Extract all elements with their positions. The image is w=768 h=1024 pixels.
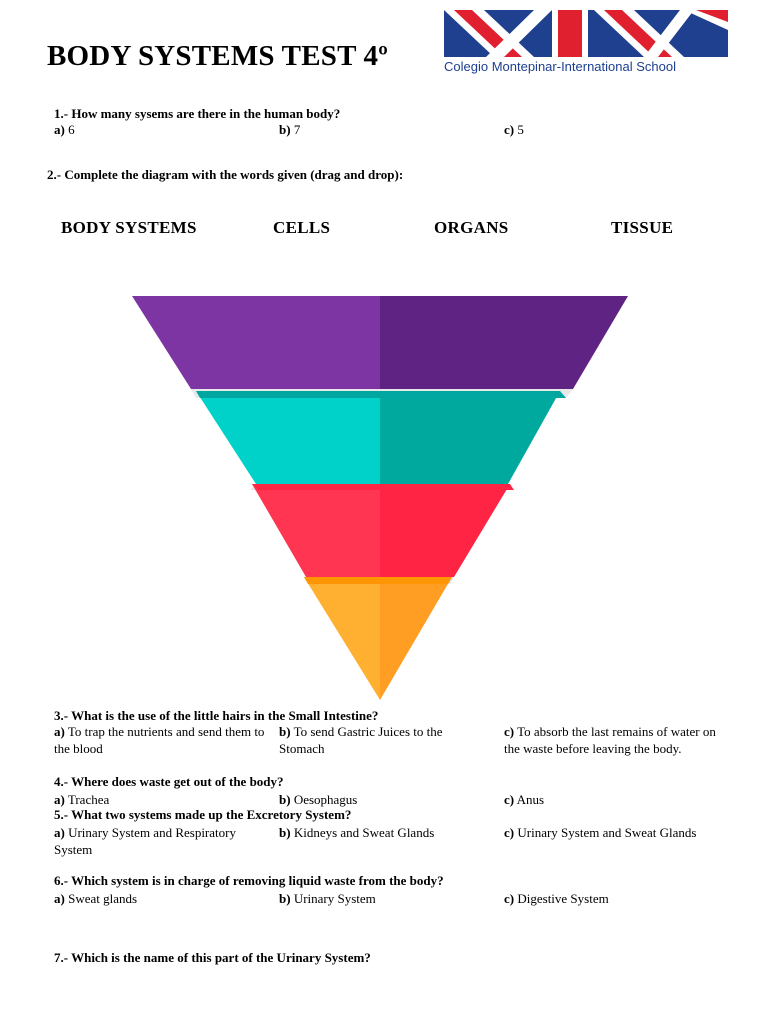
q4-option-b[interactable]: b) Oesophagus xyxy=(279,791,357,808)
option-text: Sweat glands xyxy=(68,891,138,906)
question-2: 2.- Complete the diagram with the words … xyxy=(47,167,404,182)
option-letter: b) xyxy=(279,891,291,906)
q6-option-a[interactable]: a) Sweat glands xyxy=(54,890,137,907)
option-letter: c) xyxy=(504,122,515,137)
question-1: 1.- How many sysems are there in the hum… xyxy=(54,106,341,121)
option-letter: b) xyxy=(279,825,291,840)
option-text: To absorb the last remains of water on t… xyxy=(504,724,716,756)
q5-option-c[interactable]: c) Urinary System and Sweat Glands xyxy=(504,824,719,841)
page-title: BODY SYSTEMS TEST 4º xyxy=(47,40,389,72)
pyramid-level-4[interactable] xyxy=(304,577,452,700)
option-letter: b) xyxy=(279,792,291,807)
school-logo: Colegio Montepinar-International School xyxy=(444,10,728,74)
drag-word-tissue[interactable]: TISSUE xyxy=(611,218,674,237)
option-letter: c) xyxy=(504,724,515,739)
option-text: To send Gastric Juices to the Stomach xyxy=(279,724,443,756)
inverted-pyramid-diagram xyxy=(132,296,628,700)
union-jack-flag-icon xyxy=(444,10,728,57)
question-7: 7.- Which is the name of this part of th… xyxy=(54,950,371,965)
q1-option-c[interactable]: c) 5 xyxy=(504,121,524,138)
q5-option-b[interactable]: b) Kidneys and Sweat Glands xyxy=(279,824,489,841)
school-name: Colegio Montepinar-International School xyxy=(444,59,676,74)
q3-option-b[interactable]: b) To send Gastric Juices to the Stomach xyxy=(279,723,489,757)
question-4: 4.- Where does waste get out of the body… xyxy=(54,774,284,789)
drag-word-cells[interactable]: CELLS xyxy=(273,218,331,237)
option-letter: c) xyxy=(504,792,515,807)
option-letter: b) xyxy=(279,122,291,137)
option-text: 6 xyxy=(68,122,75,137)
option-letter: a) xyxy=(54,891,65,906)
option-letter: a) xyxy=(54,825,65,840)
option-letter: c) xyxy=(504,891,515,906)
q4-option-c[interactable]: c) Anus xyxy=(504,791,544,808)
option-text: Kidneys and Sweat Glands xyxy=(293,825,435,840)
q4-option-a[interactable]: a) Trachea xyxy=(54,791,109,808)
option-text: Anus xyxy=(516,792,545,807)
option-letter: a) xyxy=(54,724,65,739)
option-text: 7 xyxy=(293,122,301,137)
option-text: Urinary System and Sweat Glands xyxy=(517,825,697,840)
question-6: 6.- Which system is in charge of removin… xyxy=(54,873,444,888)
option-letter: b) xyxy=(279,724,291,739)
option-letter: c) xyxy=(504,825,515,840)
drag-word-body-systems[interactable]: BODY SYSTEMS xyxy=(61,218,197,237)
q3-option-a[interactable]: a) To trap the nutrients and send them t… xyxy=(54,723,269,757)
q1-option-a[interactable]: a) 6 xyxy=(54,121,75,138)
option-text: To trap the nutrients and send them to t… xyxy=(54,724,265,756)
option-text: Trachea xyxy=(67,792,110,807)
option-text: Urinary System and Respiratory System xyxy=(54,825,236,857)
q1-option-b[interactable]: b) 7 xyxy=(279,121,300,138)
drag-word-organs[interactable]: ORGANS xyxy=(434,218,509,237)
pyramid-level-1[interactable] xyxy=(132,296,628,389)
question-3: 3.- What is the use of the little hairs … xyxy=(54,708,379,723)
pyramid-level-3[interactable] xyxy=(252,484,514,577)
option-text: 5 xyxy=(517,122,524,137)
option-text: Oesophagus xyxy=(293,792,358,807)
option-text: Urinary System xyxy=(293,891,376,906)
question-5: 5.- What two systems made up the Excreto… xyxy=(54,807,352,822)
q6-option-c[interactable]: c) Digestive System xyxy=(504,890,609,907)
option-letter: a) xyxy=(54,122,65,137)
option-letter: a) xyxy=(54,792,65,807)
option-text: Digestive System xyxy=(517,891,609,906)
q6-option-b[interactable]: b) Urinary System xyxy=(279,890,376,907)
q3-option-c[interactable]: c) To absorb the last remains of water o… xyxy=(504,723,724,757)
pyramid-level-2[interactable] xyxy=(196,391,566,484)
q5-option-a[interactable]: a) Urinary System and Respiratory System xyxy=(54,824,254,858)
